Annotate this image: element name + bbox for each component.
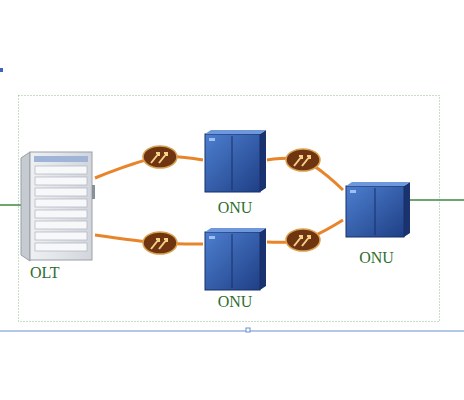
cabinet-top-panel bbox=[34, 156, 88, 162]
olt-cabinet bbox=[21, 152, 95, 261]
olt-node: OLT bbox=[20, 150, 95, 282]
edge-mark bbox=[0, 68, 3, 72]
uplink-line bbox=[0, 204, 22, 206]
cabinet-side bbox=[260, 228, 266, 290]
onu-cabinet bbox=[205, 130, 266, 192]
onu-node: ONU bbox=[203, 228, 267, 311]
node-label: ONU bbox=[203, 293, 267, 311]
status-light bbox=[209, 236, 215, 239]
transceiver-icon bbox=[286, 149, 320, 171]
cabinet-body bbox=[30, 152, 92, 260]
door-seam bbox=[232, 136, 233, 190]
transceiver-icon bbox=[286, 229, 320, 251]
cabinet-door bbox=[21, 152, 30, 261]
node-label: ONU bbox=[203, 199, 267, 217]
node-label: ONU bbox=[343, 249, 410, 267]
transceiver-icon bbox=[143, 232, 177, 254]
cabinet-body bbox=[346, 186, 404, 237]
transceiver-icon bbox=[143, 146, 177, 168]
cabinet-handle bbox=[92, 185, 95, 199]
door-seam bbox=[375, 188, 376, 235]
onu-node: ONU bbox=[203, 128, 267, 217]
rule-handle bbox=[246, 328, 250, 332]
cabinet-top bbox=[205, 130, 266, 134]
onu-cabinet bbox=[346, 182, 410, 237]
onu-node: ONU bbox=[343, 180, 410, 267]
onu-cabinet bbox=[205, 228, 266, 290]
cabinet-top bbox=[346, 182, 410, 186]
cabinet-body bbox=[205, 134, 260, 192]
door-seam bbox=[232, 234, 233, 288]
status-light bbox=[209, 138, 215, 141]
cabinet-side bbox=[260, 130, 266, 192]
cabinet-body bbox=[205, 232, 260, 290]
cabinet-top bbox=[205, 228, 266, 232]
cabinet-side bbox=[404, 182, 410, 237]
network-frame bbox=[19, 96, 440, 322]
rack-units bbox=[35, 166, 87, 251]
downlink-line bbox=[410, 199, 464, 201]
status-light bbox=[350, 190, 356, 193]
baseline-rule bbox=[0, 331, 464, 332]
node-label: OLT bbox=[30, 264, 95, 282]
